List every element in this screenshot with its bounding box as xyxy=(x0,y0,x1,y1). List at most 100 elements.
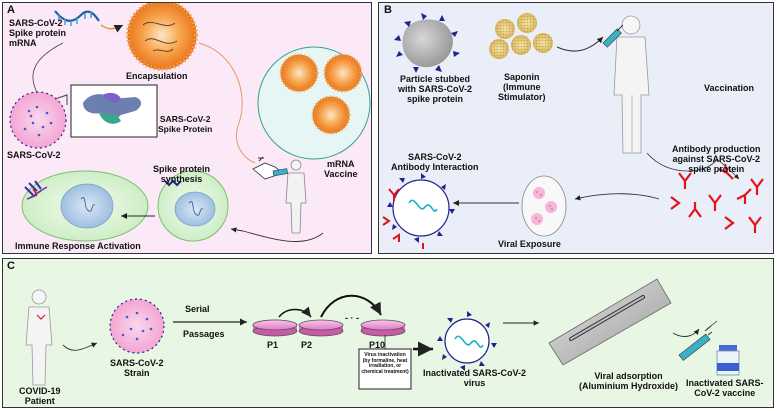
strain-label-line-1: SARS-CoV-2 xyxy=(110,358,164,368)
serial-label: Serial xyxy=(185,304,210,314)
panel-c-artwork xyxy=(25,278,740,390)
particle-label: Particle stubbed with SARS-CoV-2 spike p… xyxy=(398,74,472,104)
mrna-vaccine-vial-icon xyxy=(257,46,371,160)
spike-particle-icon xyxy=(394,13,460,73)
dish-dots: - · - xyxy=(345,313,359,323)
encapsulation-label: Encapsulation xyxy=(126,71,188,81)
viral-exposure-icon xyxy=(521,175,567,237)
patient-label-line-2: Patient xyxy=(24,396,55,407)
particle-label-line-3: spike protein xyxy=(407,94,464,105)
inactivation-line-3: irradiation, or xyxy=(368,363,402,370)
mrna-to-virus-curve xyxy=(32,42,64,94)
saponin-label: Saponin (Immune Stimulator) xyxy=(498,72,546,102)
panel-b: B Particle stubbed with SARS-CoV-2 spike… xyxy=(378,2,774,254)
vaccine-label-line-1: Inactivated SARS- xyxy=(686,378,764,388)
immune-response-label: Immune Response Activation xyxy=(15,241,141,251)
vaccination-label: Vaccination xyxy=(704,83,755,93)
inactivation-box-text: Virus inactivation (by formaline, heat i… xyxy=(360,352,410,375)
arrow-person-to-synthesis xyxy=(230,227,324,242)
patient-label-line-1: COVID-19 xyxy=(19,386,61,396)
arrow-antibody-to-exposure xyxy=(574,193,660,201)
virus-strain-icon xyxy=(109,298,165,354)
antibodies-icon xyxy=(670,163,764,233)
person-to-antibody-curve xyxy=(646,152,718,172)
antibody-cluster-icon xyxy=(24,180,48,200)
petri-dish-p1-icon xyxy=(252,319,298,337)
particle-label-line-2: with SARS-CoV-2 xyxy=(398,84,473,95)
panel-a-artwork xyxy=(9,3,371,242)
saponin-label-line-2: (Immune xyxy=(503,82,541,93)
spike-protein-label-line-2: Spike Protein xyxy=(158,123,213,134)
panel-a: A SARS-CoV-2 Spike protein mRNA Encapsul… xyxy=(2,2,372,254)
antibody-production-label-line-1: Antibody production xyxy=(672,144,761,154)
petri-dish-p10-icon xyxy=(360,319,406,337)
mrna-strand-icon xyxy=(54,10,100,26)
encapsulation-to-vaccine-curve xyxy=(198,42,256,164)
saponin-label-line-3: Stimulator) xyxy=(498,92,546,103)
interaction-label: SARS-CoV-2 Antibody Interaction xyxy=(391,152,479,172)
inactivation-line-1: Virus inactivation xyxy=(364,352,406,358)
synthesis-label-line-1: Spike protein xyxy=(153,164,211,174)
panel-a-label: A xyxy=(7,4,15,16)
mrna-vaccine-label: mRNA Vaccine xyxy=(324,159,358,179)
mrna-label-line-3: mRNA xyxy=(9,38,37,49)
petri-dish-p2-icon xyxy=(298,319,344,337)
mrna-vaccine-label-line-2: Vaccine xyxy=(324,169,358,180)
patient-icon xyxy=(25,289,53,386)
virus-label: SARS-CoV-2 xyxy=(7,150,61,160)
mrna-vaccine-label-line-1: mRNA xyxy=(327,159,355,169)
dish-label-p1: P1 xyxy=(267,340,279,350)
syringe-icon xyxy=(252,156,289,180)
virus-to-spike-connector xyxy=(54,94,68,105)
strain-label: SARS-CoV-2 Strain xyxy=(110,358,164,378)
vaccine-vial-icon xyxy=(716,345,740,376)
inactivation-line-2: (by formaline, heat xyxy=(362,357,408,364)
arc-p1-to-p2 xyxy=(278,306,312,318)
mrna-label-line-1: SARS-CoV-2 xyxy=(9,18,63,28)
arrow-to-antibody xyxy=(716,158,740,180)
spike-synthesis-cell-icon xyxy=(157,170,229,242)
panel-b-artwork xyxy=(382,13,764,249)
inactivation-box xyxy=(358,348,412,390)
interaction-label-line-2: Antibody Interaction xyxy=(391,162,479,173)
arrow-to-vaccine xyxy=(672,328,700,337)
immune-response-cell-icon xyxy=(21,170,149,242)
inactivated-virus-icon xyxy=(437,311,497,371)
antibody-virus-interaction-icon xyxy=(382,173,455,249)
strain-label-line-2: Strain xyxy=(124,368,150,379)
particle-label-line-1: Particle stubbed xyxy=(399,74,471,84)
saponin-label-line-1: Saponin xyxy=(504,72,540,82)
interaction-label-line-1: SARS-CoV-2 xyxy=(407,152,462,162)
spike-protein-icon xyxy=(70,84,158,138)
mrna-label-line-2: Spike protein xyxy=(9,28,67,39)
spike-protein-label: SARS-CoV-2 Spike Protein xyxy=(158,114,213,134)
patient-label: COVID-19 Patient xyxy=(19,386,61,406)
viral-exposure-label: Viral Exposure xyxy=(498,239,561,249)
adsorption-plate-icon xyxy=(548,278,672,366)
spike-protein-label-line-1: SARS-CoV-2 xyxy=(159,114,211,124)
adsorption-label: Viral adsorption (Aluminium Hydroxide) xyxy=(579,371,678,391)
dish-label-p2: P2 xyxy=(301,340,313,350)
inactivated-virus-label-line-2: virus xyxy=(463,378,486,389)
vaccine-label: Inactivated SARS- CoV-2 vaccine xyxy=(686,378,764,398)
panel-c-label: C xyxy=(7,260,15,272)
synthesis-label-line-2: synthesis xyxy=(160,174,203,185)
arc-p2-to-p10 xyxy=(320,294,382,318)
panel-c: C COVID-19 Patient SARS-CoV-2 Strain Ser… xyxy=(2,258,774,408)
arrow-saponin-to-vaccination xyxy=(556,36,604,52)
synthesis-label: Spike protein synthesis xyxy=(153,164,210,184)
antibody-production-label: Antibody production against SARS-CoV-2 s… xyxy=(672,144,760,174)
dish-label-p10: P10 xyxy=(369,340,386,350)
inactivated-virus-label: Inactivated SARS-CoV-2 virus xyxy=(423,368,526,388)
antibody-production-label-line-3: spike protein xyxy=(688,164,745,175)
passages-label: Passages xyxy=(183,329,225,339)
panel-b-label: B xyxy=(384,4,392,16)
arrow-patient-to-strain xyxy=(62,342,98,351)
sars-cov-2-virus-icon xyxy=(9,91,67,149)
saponin-icon xyxy=(489,13,553,59)
vaccination-syringe-icon xyxy=(602,24,624,48)
antibody-production-label-line-2: against SARS-CoV-2 xyxy=(672,154,760,165)
mrna-label: SARS-CoV-2 Spike protein mRNA xyxy=(9,18,66,48)
person-icon xyxy=(285,159,307,234)
vaccine-syringe-icon xyxy=(678,320,718,361)
